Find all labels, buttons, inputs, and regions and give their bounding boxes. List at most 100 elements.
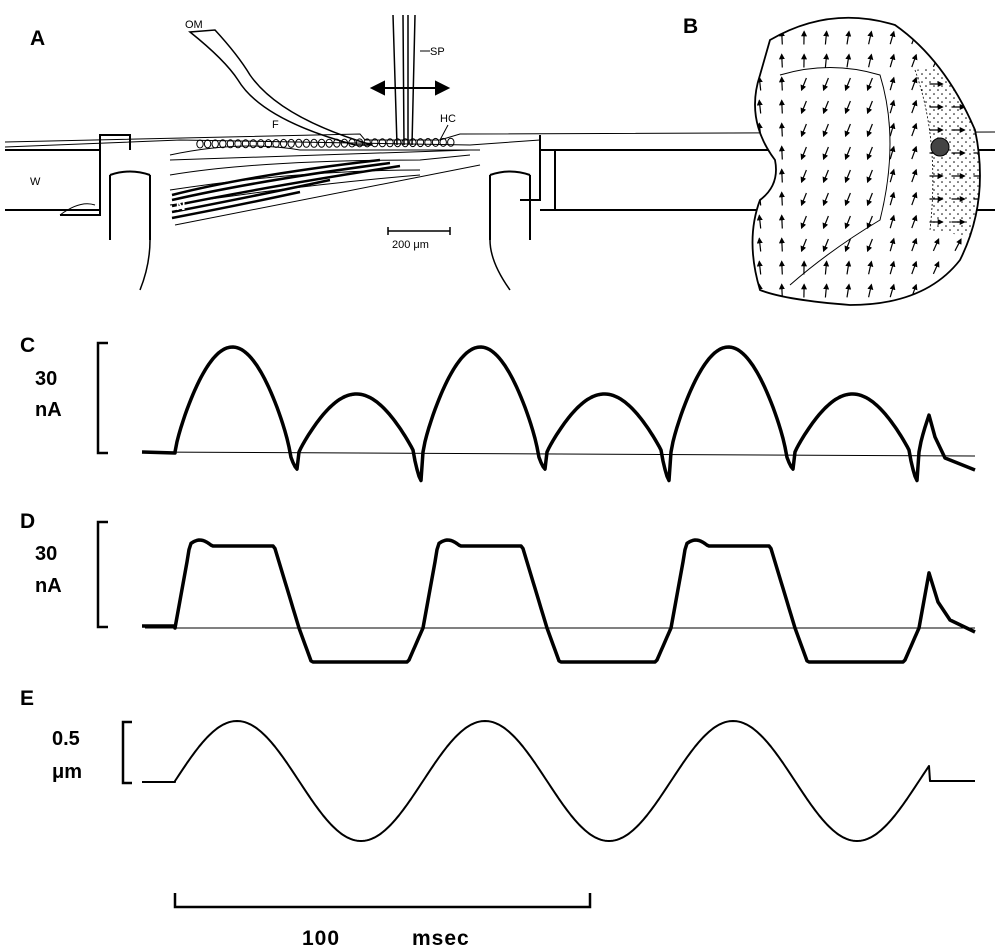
polarity-arrow	[976, 54, 980, 67]
polarity-arrow	[976, 31, 980, 44]
label-om: OM	[185, 19, 203, 31]
polarity-arrow	[911, 260, 918, 275]
panel-e-letter: E	[20, 687, 34, 710]
polarity-arrow	[844, 146, 851, 161]
hair-cell	[264, 139, 273, 149]
panel-b: B	[683, 15, 981, 306]
polarity-arrow	[800, 238, 807, 253]
polarity-arrow	[823, 30, 830, 45]
polarity-arrow	[778, 168, 785, 183]
polarity-arrow	[911, 145, 918, 160]
polarity-arrow	[844, 123, 851, 138]
polarity-arrow	[800, 169, 807, 184]
polarity-arrow	[911, 168, 918, 183]
hair-cell	[310, 138, 318, 148]
panel-d: D 30 nA	[20, 510, 976, 664]
polarity-arrow	[911, 214, 918, 229]
polarity-arrow	[823, 260, 830, 275]
polarity-arrow	[800, 77, 807, 92]
polarity-arrow	[889, 168, 896, 183]
polarity-arrow	[845, 30, 852, 45]
polarity-arrow	[889, 53, 896, 68]
panel-c-letter: C	[20, 334, 35, 357]
panel-a-scale-bar	[387, 227, 451, 235]
time-scale-value: 100	[302, 927, 340, 950]
polarity-arrow	[889, 122, 896, 137]
polarity-arrow	[778, 145, 785, 160]
reversal-line	[779, 67, 891, 286]
label-sp: SP	[430, 46, 445, 58]
polarity-arrow	[756, 76, 763, 91]
label-w: W	[30, 176, 41, 188]
polarity-arrow	[866, 238, 873, 253]
panel-d-scale-bar	[96, 520, 108, 629]
polarity-arrow	[932, 284, 940, 298]
polarity-arrow	[756, 53, 763, 68]
polarity-arrow	[889, 99, 896, 114]
polarity-arrow	[822, 100, 829, 115]
polarity-arrow	[866, 123, 873, 138]
hair-cell	[325, 138, 333, 148]
polarity-arrow	[911, 237, 918, 252]
polarity-arrow	[756, 260, 763, 275]
hair-cell	[219, 139, 227, 149]
polarity-arrow	[867, 30, 874, 45]
hair-cell	[241, 139, 250, 149]
hair-cell	[234, 139, 242, 149]
polarity-arrow	[932, 238, 940, 252]
polarity-arrow	[867, 260, 874, 275]
panel-e-displacement-trace	[142, 720, 975, 842]
polarity-arrow	[845, 53, 852, 68]
panel-e: E 0.5 μm	[20, 687, 975, 842]
motion-arrow	[369, 80, 451, 96]
polarity-arrow	[867, 283, 874, 298]
polarity-arrow	[778, 76, 785, 91]
polarity-arrow	[778, 99, 785, 114]
hc-leader	[439, 124, 449, 141]
hair-cell	[211, 139, 219, 149]
polarity-arrow	[822, 238, 829, 253]
polarity-arrow	[911, 191, 918, 206]
polarity-arrow	[800, 215, 807, 230]
panel-a-letter: A	[30, 27, 45, 50]
polarity-arrow	[889, 260, 896, 275]
hair-cell	[287, 138, 295, 148]
polarity-arrow	[976, 261, 980, 274]
polarity-arrow	[822, 169, 829, 184]
hair-cell	[386, 138, 394, 148]
panel-e-scale-unit: μm	[52, 761, 82, 783]
polarity-arrow	[844, 169, 851, 184]
hair-cell	[257, 139, 265, 149]
polarity-arrow	[866, 169, 873, 184]
hair-cell	[393, 138, 402, 148]
polarity-arrow	[976, 284, 980, 297]
hair-cell	[317, 138, 326, 148]
polarity-arrow	[867, 53, 874, 68]
polarity-arrow	[866, 146, 873, 161]
polarity-arrow	[800, 123, 807, 138]
polarity-arrow	[976, 238, 980, 251]
polarity-arrow	[889, 191, 896, 206]
polarity-arrow	[845, 260, 852, 275]
time-scale-unit: msec	[412, 927, 470, 950]
hair-cell	[279, 138, 288, 148]
polarity-arrow	[889, 214, 896, 229]
polarity-arrow	[756, 168, 763, 183]
polarity-arrow	[889, 76, 896, 91]
polarity-arrow	[954, 54, 962, 68]
hair-cell	[272, 139, 280, 148]
polarity-arrow	[866, 192, 873, 207]
hair-cell-row	[196, 137, 455, 149]
panel-c-scale-unit: nA	[35, 399, 62, 421]
polarity-arrow	[889, 30, 896, 45]
panel-c-scale-bar	[96, 341, 108, 455]
label-n: N	[176, 198, 185, 213]
label-hc: HC	[440, 113, 456, 125]
polarity-arrow	[822, 146, 829, 161]
polarity-arrow	[911, 99, 918, 114]
nerve-bundle	[171, 158, 401, 220]
panel-c-baseline	[144, 451, 976, 457]
polarity-arrow	[778, 53, 785, 68]
hair-cell	[203, 139, 212, 149]
